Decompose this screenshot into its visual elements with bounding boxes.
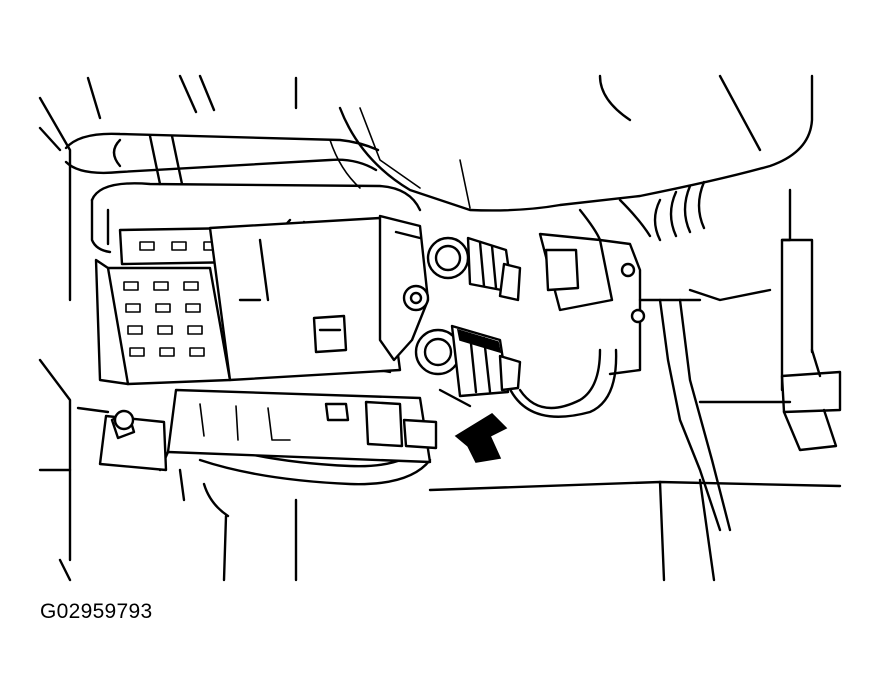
lower-fuse-strip bbox=[76, 388, 438, 472]
pointer-arrow-icon bbox=[454, 412, 508, 463]
upper-connector bbox=[426, 236, 522, 302]
left-panel-structure bbox=[38, 96, 72, 582]
figure-id-label: G02959793 bbox=[40, 600, 153, 623]
target-connector bbox=[414, 324, 522, 408]
steering-column-support bbox=[538, 180, 772, 532]
fuse-slots-grid bbox=[123, 281, 205, 357]
mounting-bracket bbox=[378, 214, 430, 362]
right-panel-structure bbox=[698, 188, 842, 452]
instrument-panel-outline bbox=[86, 74, 814, 212]
junction-box bbox=[94, 216, 402, 386]
floor-lines bbox=[222, 478, 842, 582]
